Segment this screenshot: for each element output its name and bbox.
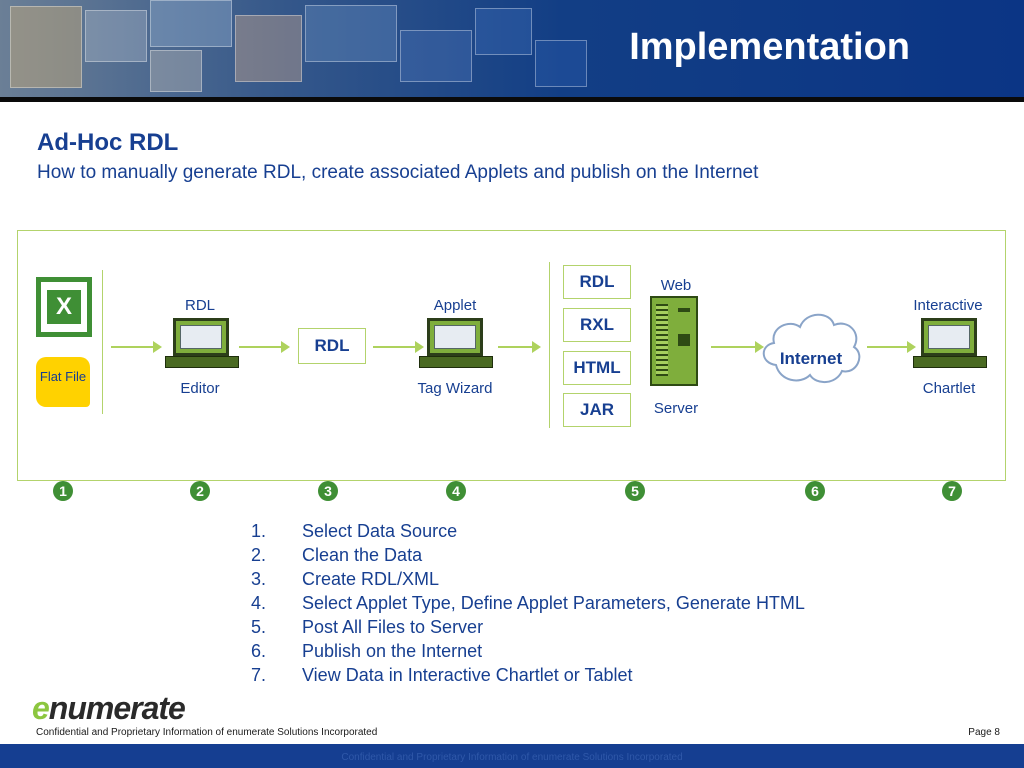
stage-separator xyxy=(102,270,103,414)
banner-photo-tile xyxy=(535,40,587,87)
footer-watermark-text: Confidential and Proprietary Information… xyxy=(341,752,683,763)
banner-photo-tile xyxy=(150,0,232,47)
list-item: 3. Create RDL/XML xyxy=(251,567,805,591)
flow-arrow xyxy=(711,341,764,353)
banner-photo-tile xyxy=(475,8,532,55)
footer-bar xyxy=(0,744,1024,768)
laptop-base xyxy=(913,356,987,368)
list-number: 1. xyxy=(251,521,267,541)
output-file-box: RXL xyxy=(563,308,631,342)
list-number: 2. xyxy=(251,545,267,565)
internet-cloud-icon xyxy=(762,313,861,383)
flat-file-label: Flat File xyxy=(39,369,87,384)
banner-photo-tile xyxy=(235,15,302,82)
laptop-icon xyxy=(921,318,977,356)
list-item: 5. Post All Files to Server xyxy=(251,615,805,639)
list-item: 4. Select Applet Type, Define Applet Para… xyxy=(251,591,805,615)
stage-separator xyxy=(549,262,550,428)
list-item: 1. Select Data Source xyxy=(251,519,805,543)
header-banner xyxy=(0,0,1024,97)
section-subheading: How to manually generate RDL, create ass… xyxy=(37,162,759,183)
excel-icon: X xyxy=(36,277,92,337)
wizard-top-label: Applet xyxy=(433,297,477,314)
confidential-notice: Confidential and Proprietary Information… xyxy=(36,727,378,738)
flow-arrow xyxy=(111,341,162,353)
step-badge-3: 3 xyxy=(318,481,338,501)
banner-photo-tile xyxy=(150,50,202,92)
banner-photo-tile xyxy=(305,5,397,62)
server-top-label: Web xyxy=(660,277,692,294)
output-file-box: RDL xyxy=(563,265,631,299)
flow-arrow xyxy=(498,341,541,353)
list-text: Select Applet Type, Define Applet Parame… xyxy=(302,593,805,613)
rdl-box: RDL xyxy=(298,328,366,364)
editor-bottom-label: Editor xyxy=(180,380,220,397)
list-text: Select Data Source xyxy=(302,521,458,541)
banner-photo-tile xyxy=(85,10,147,62)
list-item: 2. Clean the Data xyxy=(251,543,805,567)
list-text: View Data in Interactive Chartlet or Tab… xyxy=(302,665,633,685)
page-number: Page 8 xyxy=(968,727,1000,738)
company-logo: enumerate xyxy=(32,690,186,726)
step-badge-5: 5 xyxy=(625,481,645,501)
internet-label: Internet xyxy=(779,349,843,368)
editor-top-label: RDL xyxy=(184,297,215,314)
list-item: 7. View Data in Interactive Chartlet or T… xyxy=(251,663,805,687)
flat-file-icon xyxy=(36,357,90,407)
step-badge-4: 4 xyxy=(446,481,466,501)
section-heading: Ad-Hoc RDL xyxy=(37,129,179,156)
banner-photo-tile xyxy=(10,6,82,88)
list-text: Post All Files to Server xyxy=(302,617,484,637)
server-icon xyxy=(650,296,698,386)
list-number: 7. xyxy=(251,665,267,685)
server-bottom-label: Server xyxy=(653,400,699,417)
list-number: 6. xyxy=(251,641,267,661)
list-item: 6. Publish on the Internet xyxy=(251,639,805,663)
laptop-base xyxy=(165,356,239,368)
header-underline xyxy=(0,97,1024,102)
output-file-box: HTML xyxy=(563,351,631,385)
flow-arrow xyxy=(373,341,424,353)
diagram-frame xyxy=(17,230,1006,481)
laptop-icon xyxy=(173,318,229,356)
laptop-base xyxy=(419,356,493,368)
flow-arrow xyxy=(867,341,916,353)
step-badge-1: 1 xyxy=(53,481,73,501)
output-file-box: JAR xyxy=(563,393,631,427)
steps-list: 1. Select Data Source 2. Clean the Data 3.… xyxy=(251,519,805,687)
flow-arrow xyxy=(239,341,290,353)
list-number: 3. xyxy=(251,569,267,589)
list-text: Clean the Data xyxy=(302,545,423,565)
list-text: Publish on the Internet xyxy=(302,641,483,661)
list-text: Create RDL/XML xyxy=(302,569,440,589)
laptop-icon xyxy=(427,318,483,356)
list-number: 5. xyxy=(251,617,267,637)
step-badge-6: 6 xyxy=(805,481,825,501)
banner-photo-tile xyxy=(400,30,472,82)
step-badge-2: 2 xyxy=(190,481,210,501)
step-badge-7: 7 xyxy=(942,481,962,501)
wizard-bottom-label: Tag Wizard xyxy=(417,380,493,397)
chartlet-bottom-label: Chartlet xyxy=(922,380,976,397)
chartlet-top-label: Interactive xyxy=(913,297,983,314)
list-number: 4. xyxy=(251,593,267,613)
page-title: Implementation xyxy=(629,26,910,68)
